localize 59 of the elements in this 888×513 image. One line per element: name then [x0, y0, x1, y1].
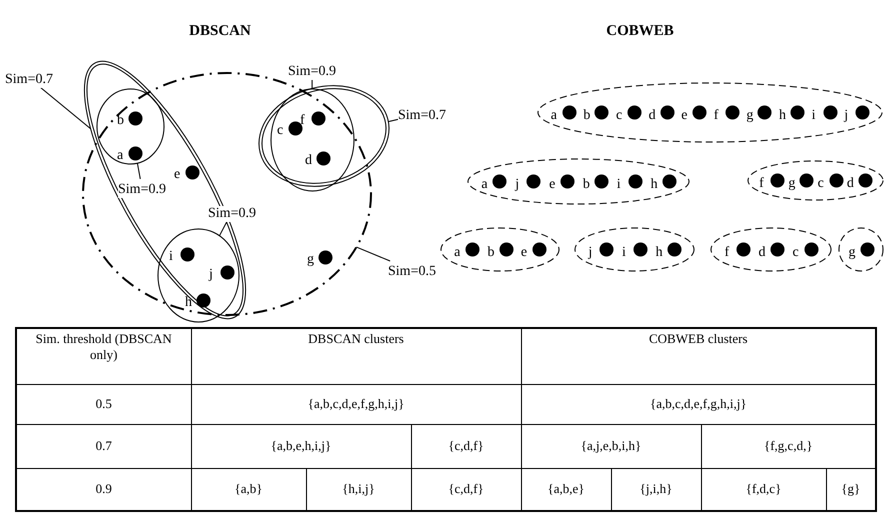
point-label: d [758, 244, 766, 260]
point-label: e [681, 108, 688, 124]
point-label: g [746, 108, 754, 124]
table-cell: {a,b,e,h,i,j} [191, 424, 411, 468]
point-label: a [481, 176, 488, 192]
point-label: c [792, 244, 799, 260]
point-label: c [818, 176, 824, 192]
point-label: f [759, 176, 764, 192]
point-label: i [169, 249, 173, 265]
point-label: h [779, 108, 786, 124]
table-cell: {a,b,c,d,e,f,g,h,i,j} [191, 384, 522, 424]
point-label: f [714, 108, 718, 124]
point-label: g [307, 252, 314, 268]
point-label: j [209, 267, 213, 283]
panel-title: DBSCAN [189, 22, 251, 40]
point-label: b [582, 176, 590, 192]
threshold-label: Sim=0.7 [5, 72, 53, 88]
point-label: h [185, 295, 192, 311]
point-label: i [622, 244, 626, 260]
threshold-label: Sim=0.9 [208, 206, 256, 222]
point-label: j [588, 244, 592, 260]
point-label: i [616, 176, 621, 192]
leader-line [136, 162, 141, 180]
point-label: j [844, 108, 848, 124]
point-label: c [277, 123, 284, 139]
threshold-label: Sim=0.9 [288, 64, 336, 80]
point-label: g [848, 244, 856, 260]
leader-line [356, 246, 391, 262]
table-cell: 0.5 [16, 384, 191, 424]
point-label: j [515, 176, 520, 192]
point-label: h [656, 244, 663, 260]
point-label: a [454, 244, 460, 260]
point-label: g [788, 176, 796, 192]
point-label: d [305, 153, 312, 169]
column-header: DBSCAN clusters [191, 328, 522, 384]
panel-title: COBWEB [606, 22, 674, 40]
point-label: e [174, 167, 180, 183]
point-label: a [550, 108, 558, 124]
point-label: d [846, 176, 854, 192]
table-cell: {c,d,f} [411, 424, 522, 468]
leader-line [219, 220, 228, 236]
column-header: Sim. threshold (DBSCAN only) [16, 328, 191, 384]
point-label: e [520, 244, 528, 260]
point-label: a [117, 148, 124, 164]
point-label: b [488, 244, 494, 260]
point-label: c [616, 108, 622, 124]
table-cell: 0.7 [16, 424, 191, 468]
point-label: f [724, 244, 730, 260]
point-label: e [549, 176, 556, 192]
leader-line [388, 118, 398, 122]
leader-line [312, 78, 313, 90]
point-label: d [648, 108, 656, 124]
point-label: i [812, 108, 816, 124]
point-label: b [583, 108, 590, 124]
leader-line [39, 86, 92, 130]
threshold-label: Sim=0.9 [118, 182, 166, 198]
point-label: f [300, 113, 305, 129]
table-cell: {a,j,e,b,i,h} [521, 424, 702, 468]
point-label: h [650, 176, 658, 192]
